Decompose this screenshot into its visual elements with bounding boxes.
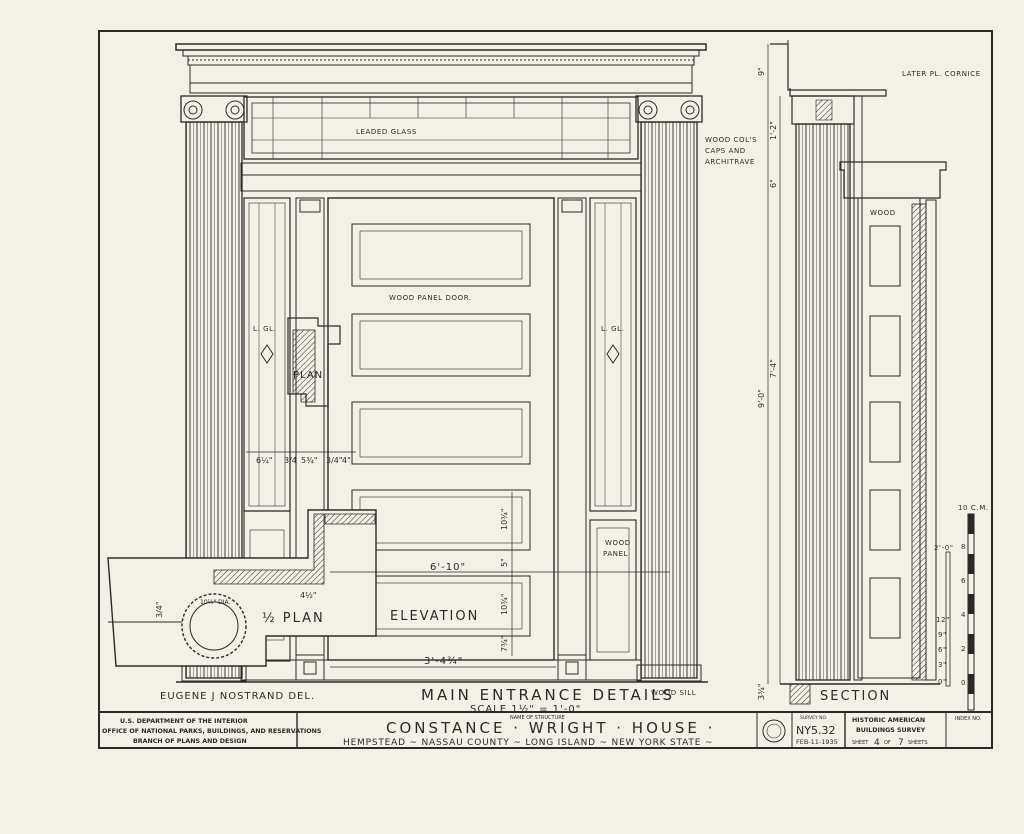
- half-plan-column: [181, 593, 247, 659]
- scale-0in: 0": [938, 678, 947, 686]
- sheet-label: SHEET: [852, 740, 869, 746]
- dim-7-3-4: 7¾": [500, 635, 509, 652]
- dim-5: 5": [500, 558, 509, 567]
- small-plan-label: PLAN: [293, 370, 323, 381]
- door-label: WOOD PANEL DOOR.: [389, 294, 472, 302]
- title-block: U.S. DEPARTMENT OF THE INTERIOR OFFICE O…: [102, 712, 982, 748]
- wood-cols-label-2: CAPS AND: [705, 147, 746, 155]
- section-label: SECTION: [820, 689, 891, 704]
- scale-label: SCALE 1½" = 1'-0": [470, 703, 581, 715]
- section-architrave: [839, 161, 947, 199]
- dim-3-4: 3¾": [757, 683, 766, 700]
- survey-no-label: SURVEY NO.: [800, 715, 827, 721]
- dim-4: 4": [342, 456, 351, 465]
- entrance-section: LATER PL. CORNICE WOOD COL'S CAPS AND AR…: [705, 40, 989, 711]
- half-plan: [107, 509, 377, 667]
- wood-sill-label: WOOD SILL: [651, 689, 696, 697]
- agency-line-2: OFFICE OF NATIONAL PARKS, BUILDINGS, AND…: [102, 728, 322, 735]
- graphic-scale: 10 C.M. 8 6 4 2 0 2'-0" 12" 9" 6" 3" 0": [934, 504, 989, 711]
- dim-3-4c: 3/4": [326, 456, 343, 465]
- agency-line-3: BRANCH OF PLANS AND DESIGN: [133, 738, 247, 745]
- scale-9in: 9": [938, 631, 947, 639]
- index-no-label: INDEX NO.: [955, 716, 982, 722]
- dim-3-4-3-4: 3'-4¾": [424, 656, 463, 667]
- survey-date: FEB-11-1935: [796, 738, 838, 746]
- scale-12in: 12": [936, 616, 950, 624]
- scale-6in: 6": [938, 646, 947, 654]
- left-sidelight-label: L. GL.: [253, 325, 277, 333]
- scale-3in: 3": [938, 661, 947, 669]
- sheet-number: 4: [874, 738, 880, 748]
- survey-no: NY5.32: [796, 724, 835, 737]
- wood-section-label: WOOD: [870, 209, 896, 217]
- wood-cols-label-3: ARCHITRAVE: [705, 158, 755, 166]
- later-cornice-label: LATER PL. CORNICE: [902, 70, 981, 78]
- dim-5-3-4: 5¾": [301, 456, 318, 465]
- wood-panel-label-1: WOOD: [605, 539, 631, 547]
- sheet-border: [98, 30, 993, 749]
- dim-4-1-2: 4½": [300, 591, 317, 600]
- leaded-glass-label: LEADED GLASS: [356, 128, 417, 136]
- habs-line-2: BUILDINGS SURVEY: [856, 727, 926, 734]
- scale-0: 0: [961, 679, 966, 687]
- dim-3-4d: 3/4": [155, 601, 164, 618]
- delineator-label: EUGENE J NOSTRAND DEL.: [160, 691, 315, 702]
- sheets-label: SHEETS: [908, 740, 927, 746]
- scale-2ft: 2'-0": [934, 544, 954, 552]
- habs-line-1: HISTORIC AMERICAN: [852, 717, 925, 724]
- wood-cols-label-1: WOOD COL'S: [705, 136, 757, 144]
- scale-4: 4: [961, 611, 966, 619]
- dim-6-10: 6'-10": [430, 562, 466, 573]
- sheet-total: 7: [898, 738, 904, 748]
- section-column-shaft: [795, 123, 851, 681]
- left-column-capital: [180, 95, 248, 123]
- entrance-elevation: LEADED GLASS L. GL. L. GL.: [107, 43, 708, 715]
- dim-6: 6": [769, 179, 778, 188]
- dim-9: 9": [757, 67, 766, 76]
- dim-6-1-4: 6¼": [256, 456, 273, 465]
- half-plan-label: ½ PLAN: [262, 611, 325, 626]
- agency-line-1: U.S. DEPARTMENT OF THE INTERIOR: [120, 718, 248, 725]
- structure-name: CONSTANCE · WRIGHT · HOUSE ·: [386, 719, 715, 737]
- wood-panel-label-2: PANEL: [603, 550, 628, 558]
- scale-6: 6: [961, 577, 966, 585]
- elevation-label: ELEVATION: [390, 609, 479, 624]
- dim-7-4: 7'-4": [769, 359, 778, 378]
- leaded-glass-transom: [243, 96, 639, 160]
- scale-2: 2: [961, 645, 966, 653]
- scale-8: 8: [961, 543, 966, 551]
- right-column-shaft: [640, 121, 698, 679]
- dim-10-3-4b: 10¾": [500, 593, 509, 615]
- location-line: HEMPSTEAD ~ NASSAU COUNTY ~ LONG ISLAND …: [343, 738, 713, 748]
- dim-1-2: 1'-2": [769, 121, 778, 140]
- dim-10-3-4a: 10¾": [500, 508, 509, 530]
- right-column-capital: [635, 95, 703, 123]
- main-entrance-title: MAIN ENTRANCE DETAILS: [421, 686, 675, 704]
- name-of-structure-label: NAME OF STRUCTURE: [510, 715, 565, 721]
- right-sidelight: [589, 197, 637, 512]
- habs-seal-icon: [762, 719, 786, 743]
- scale-10cm: 10 C.M.: [958, 504, 989, 512]
- dim-3-4b: 3/4: [284, 456, 297, 465]
- diam-label: 10½" DIA.: [200, 599, 231, 606]
- dim-9-0: 9'-0": [757, 389, 766, 408]
- right-sidelight-label: L. GL.: [601, 325, 625, 333]
- sheet-of: OF: [884, 740, 891, 746]
